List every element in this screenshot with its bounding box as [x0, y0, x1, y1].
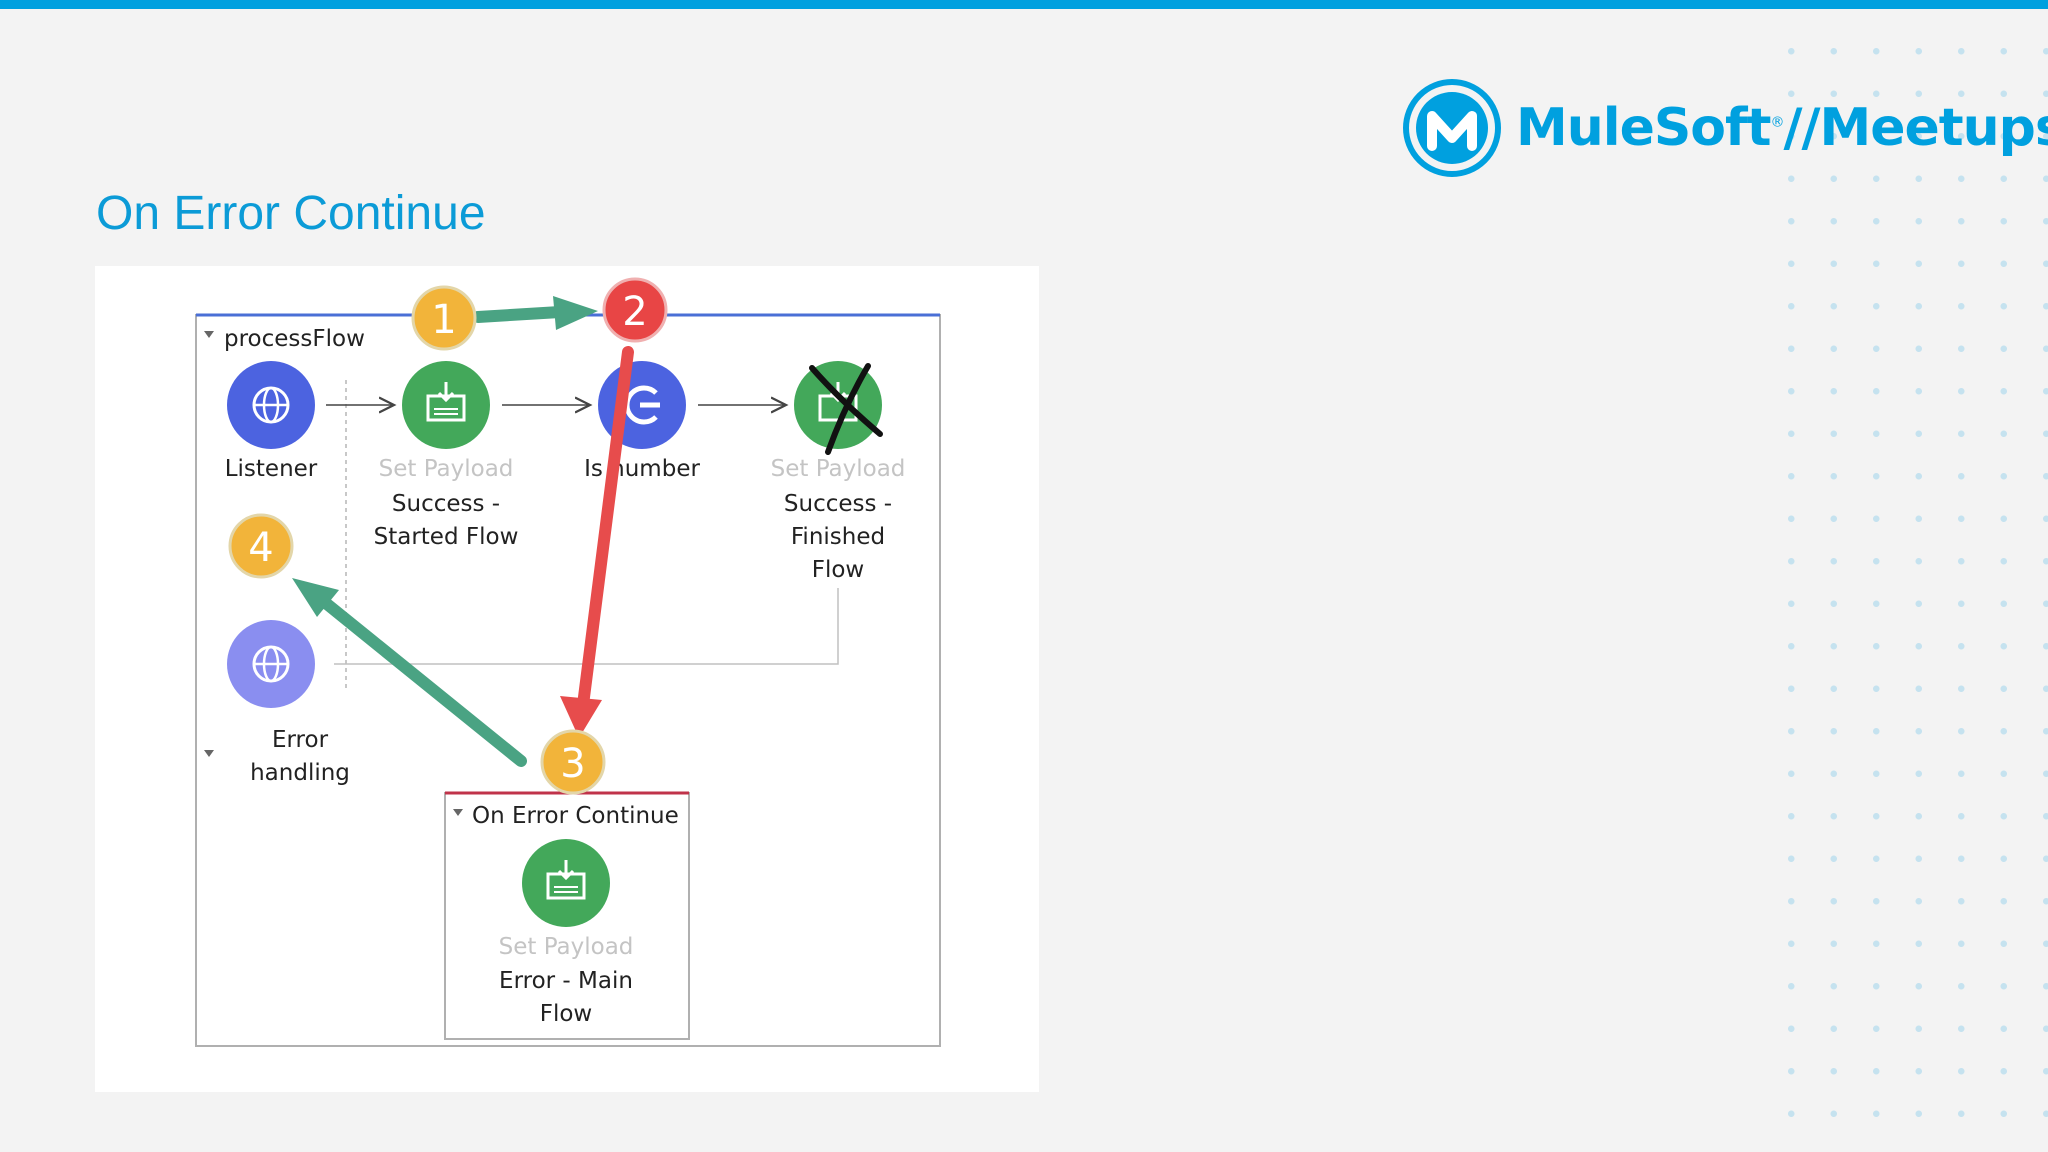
error-handling-line1: Error — [272, 727, 329, 753]
set-payload-error-type: Set Payload — [499, 934, 634, 960]
is-number-step[interactable] — [598, 361, 686, 449]
set-payload-finish-line3: Flow — [812, 557, 865, 583]
step-badge-1: 1 — [411, 285, 477, 351]
step-badge-4-label: 4 — [248, 525, 273, 571]
set-payload-icon — [426, 382, 466, 422]
top-accent-bar — [0, 0, 2048, 9]
logo-text: MuleSoft®//Meetups — [1516, 98, 2048, 158]
mulesoft-m-icon — [1403, 79, 1501, 177]
set-payload-start-step[interactable] — [402, 361, 490, 449]
on-error-continue-title: On Error Continue — [472, 803, 679, 829]
logo-separator: // — [1783, 98, 1821, 158]
set-payload-error-line1: Error - Main — [499, 968, 633, 994]
step-badge-2-label: 2 — [622, 289, 647, 335]
arrow-3-to-4 — [292, 578, 527, 767]
flow-collapse-icon[interactable] — [204, 331, 214, 338]
listener-label: Listener — [225, 456, 318, 482]
on-error-continue-collapse-icon[interactable] — [453, 809, 463, 816]
globe-icon — [252, 645, 290, 683]
set-payload-finish-step[interactable] — [794, 361, 882, 449]
globe-icon — [252, 386, 290, 424]
logo-suffix: Meetups — [1819, 98, 2048, 158]
set-payload-start-line1: Success - — [392, 491, 500, 517]
listener-step[interactable] — [227, 361, 315, 449]
set-payload-error-line2: Flow — [540, 1001, 593, 1027]
step-badge-3: 3 — [540, 729, 606, 795]
set-payload-finish-line2: Finished — [791, 524, 885, 550]
step-badge-2: 2 — [602, 277, 668, 343]
set-payload-finish-type: Set Payload — [771, 456, 906, 482]
set-payload-icon — [546, 860, 586, 900]
flow-diagram: processFlow Listener Set Payload Success… — [195, 277, 941, 1047]
step-badge-1-label: 1 — [431, 297, 456, 343]
set-payload-start-line2: Started Flow — [374, 524, 519, 550]
diagram-screenshot: processFlow Listener Set Payload Success… — [95, 266, 1039, 1092]
set-payload-error-step[interactable] — [522, 839, 610, 927]
logo-brand: MuleSoft — [1516, 98, 1772, 158]
response-line — [334, 588, 839, 665]
arrow-2-to-3 — [560, 346, 634, 738]
slide-title: On Error Continue — [96, 187, 486, 240]
registered-mark: ® — [1770, 114, 1785, 131]
set-payload-start-type: Set Payload — [379, 456, 514, 482]
cross-out-icon — [809, 363, 883, 455]
is-number-label: Is number — [584, 456, 700, 482]
step-badge-4: 4 — [228, 513, 294, 579]
decorative-dot-grid — [1770, 30, 2048, 1152]
flow-name: processFlow — [224, 326, 365, 352]
mulesoft-meetups-logo: MuleSoft®//Meetups — [1402, 78, 2048, 178]
error-handling-line2: handling — [250, 760, 350, 786]
step-badge-3-label: 3 — [560, 741, 585, 787]
set-payload-finish-line1: Success - — [784, 491, 892, 517]
error-handling-collapse-icon[interactable] — [204, 750, 214, 757]
error-handling-source[interactable] — [227, 620, 315, 708]
arrow-1-to-2 — [472, 296, 598, 330]
